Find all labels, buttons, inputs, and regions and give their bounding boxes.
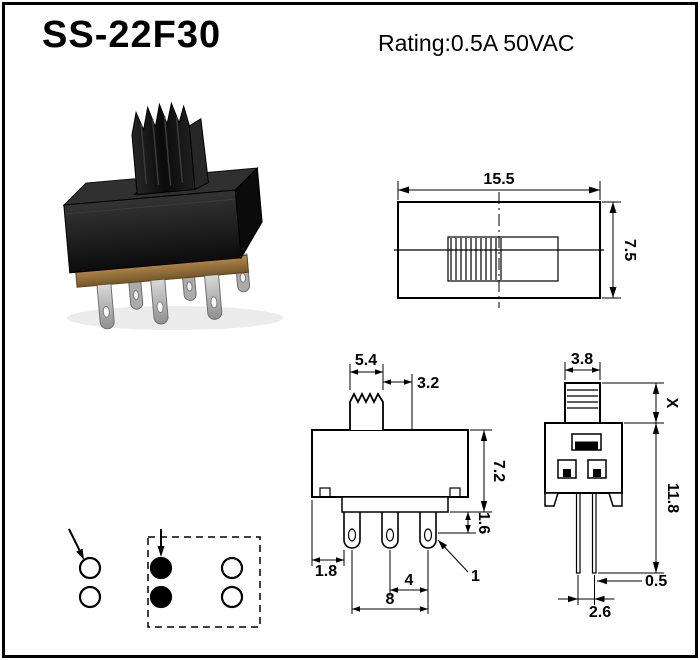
page-title: SS-22F30 xyxy=(42,14,222,56)
side-view-foot-left xyxy=(544,492,560,507)
dim-edge-to-pin: 1.8 xyxy=(311,500,345,580)
side-view-window-left-mark xyxy=(563,469,571,477)
top-view-drawing: 15.5 7.5 xyxy=(394,171,638,308)
front-view-drawing: 5.4 3.2 7.2 1.6 xyxy=(311,352,507,614)
switch-body-seam xyxy=(66,198,235,215)
dim-pin-thickness: 0.5 xyxy=(597,573,667,590)
contact-open xyxy=(78,585,102,609)
dim-top-height: 7.5 xyxy=(602,201,638,299)
dim-label-knob-height: X xyxy=(663,398,680,409)
contact-open xyxy=(220,585,244,609)
dim-label-pin-spacing: 2.6 xyxy=(589,604,611,621)
front-view-body-outline xyxy=(311,429,469,498)
dim-side-width: 3.8 xyxy=(564,351,601,380)
schematic-slider-box xyxy=(147,536,261,628)
dim-label-travel: 3.2 xyxy=(417,375,439,392)
schematic-contacts xyxy=(78,556,244,609)
dim-pin-pitch: 4 xyxy=(351,550,429,614)
dim-total-height: 11.8 xyxy=(598,423,681,574)
dim-label-total-height: 11.8 xyxy=(664,483,681,513)
front-view-notch-left xyxy=(319,487,331,498)
dim-knob-width: 5.4 xyxy=(349,352,384,390)
contact-closed xyxy=(149,585,173,609)
front-view-base-plate xyxy=(341,496,449,513)
photo-shadow xyxy=(67,306,283,330)
side-view-knob-ribs xyxy=(567,389,598,409)
dim-label-pin-span: 8 xyxy=(386,591,395,608)
top-view-slider-window xyxy=(447,236,559,282)
side-view-foot-right xyxy=(607,492,623,507)
dim-label-pin-width: 1 xyxy=(471,568,480,585)
dim-label-knob-width: 5.4 xyxy=(355,352,377,369)
dim-label-edge-to-pin: 1.8 xyxy=(315,563,337,580)
dim-label-pin-pitch: 4 xyxy=(405,572,414,589)
contact-closed xyxy=(149,556,173,580)
top-view-slider-hatch xyxy=(450,238,502,280)
contact-open xyxy=(78,556,102,580)
switch-front-pins xyxy=(96,274,223,330)
dim-label-top-width: 15.5 xyxy=(483,171,514,188)
switch-knob-side xyxy=(188,117,209,191)
dim-label-pin-thickness: 0.5 xyxy=(645,573,667,590)
rating-text: Rating:0.5A 50VAC xyxy=(378,30,575,56)
switch-knob xyxy=(131,101,196,196)
dim-pin-spacing: 2.6 xyxy=(558,575,615,621)
dim-label-side-width: 3.8 xyxy=(571,351,593,368)
front-view-knob xyxy=(349,391,384,430)
dim-knob-height: X xyxy=(602,382,680,424)
dim-body-height: 7.2 xyxy=(450,429,507,513)
switch-front-face xyxy=(63,189,242,274)
front-view-pins xyxy=(343,512,437,549)
dim-pin-width-leader: 1 xyxy=(437,539,480,585)
dim-label-body-height: 7.2 xyxy=(490,460,507,482)
side-view-window-right-mark xyxy=(593,469,601,477)
side-view-drawing: 3.8 X 11.8 0.5 2.6 xyxy=(544,351,681,621)
side-view-pin-left xyxy=(575,492,581,574)
switch-knob-ridges xyxy=(140,115,184,186)
side-view-pin-right xyxy=(591,492,597,574)
front-view-notch-right xyxy=(449,487,461,498)
product-photo xyxy=(62,101,283,330)
switch-assembly xyxy=(62,101,263,330)
dim-top-width: 15.5 xyxy=(397,171,601,200)
dim-pin-span: 8 xyxy=(352,591,428,612)
contact-open xyxy=(220,556,244,580)
dim-label-top-height: 7.5 xyxy=(621,239,638,261)
side-view-knob xyxy=(564,382,601,424)
dim-travel: 3.2 xyxy=(383,374,439,430)
dim-label-hole-offset: 1.6 xyxy=(475,512,492,534)
contact-schematic xyxy=(68,528,261,628)
schematic-pointer-middle xyxy=(157,529,165,557)
dim-hole-offset: 1.6 xyxy=(438,512,492,534)
schematic-pointer-left xyxy=(68,528,84,560)
side-view-inner-contact xyxy=(575,441,598,450)
